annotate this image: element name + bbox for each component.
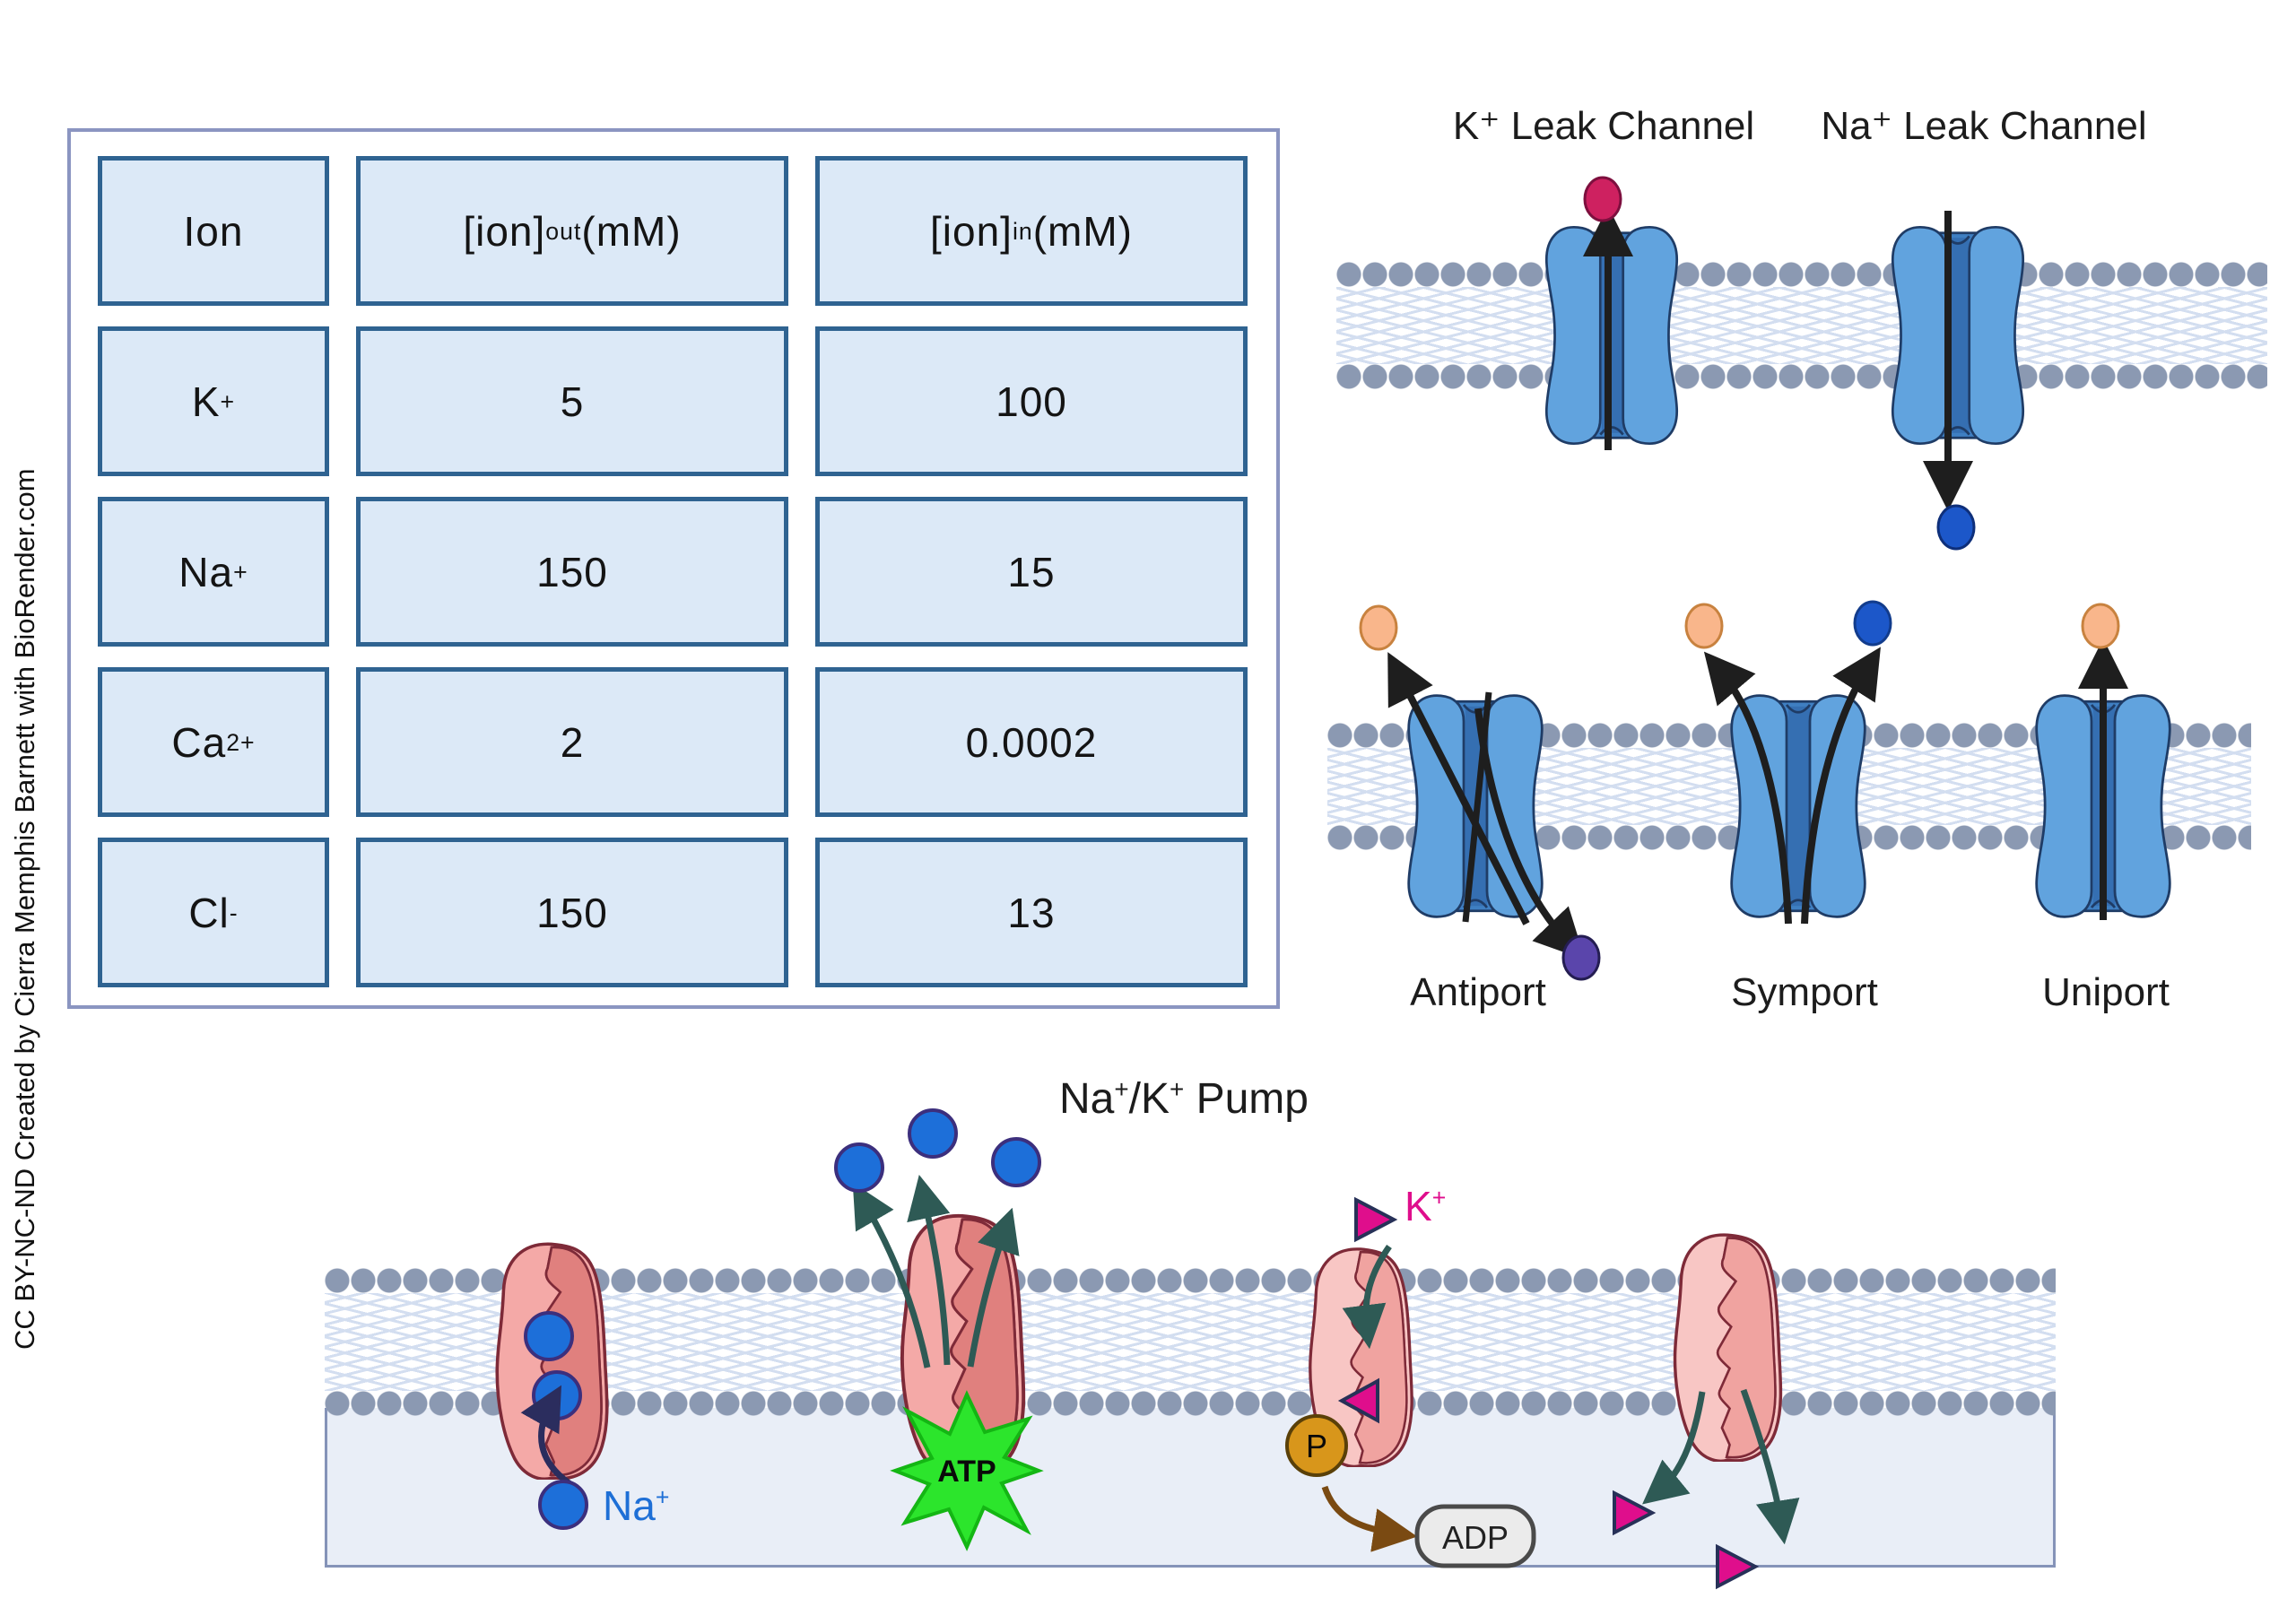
p-to-adp-arrow xyxy=(1321,1485,1418,1552)
pump-title: Na+/K+ Pump xyxy=(1059,1075,1309,1123)
sodium-ion-icon xyxy=(524,1311,574,1361)
antiport-in-arrow xyxy=(1474,708,1586,960)
table-cell-in: 100 xyxy=(815,326,1248,476)
purple-ion-icon xyxy=(1561,934,1601,981)
potassium-triangle-icon xyxy=(1613,1490,1657,1536)
k-ion-label: K+ xyxy=(1405,1183,1447,1229)
blue-ion-icon xyxy=(1853,600,1892,647)
table-cell-out: 150 xyxy=(356,497,788,647)
antiport-out-arrow xyxy=(1387,652,1530,925)
membrane-top xyxy=(1336,262,2267,389)
sodium-ion-icon xyxy=(908,1108,958,1159)
na-release-arrow xyxy=(907,1175,951,1366)
phosphate-icon xyxy=(1285,1414,1348,1477)
antiport-label: Antiport xyxy=(1410,970,1546,1014)
na-ion-label: Na+ xyxy=(603,1482,670,1529)
symport-right-arrow xyxy=(1801,647,1881,925)
atp-label: ATP xyxy=(937,1455,996,1489)
lipid-heads-icon xyxy=(1336,364,2267,389)
table-row-ion: K+ xyxy=(98,326,329,476)
k-leak-channel-label: K⁺ Leak Channel xyxy=(1452,104,1755,148)
adp-label: ADP xyxy=(1441,1519,1509,1556)
orange-ion-icon xyxy=(2081,603,2120,649)
table-header-out: [ion]out(mM) xyxy=(356,156,788,306)
symport-left-arrow xyxy=(1703,651,1792,925)
table-row-ion: Na+ xyxy=(98,497,329,647)
na-entry-arrow xyxy=(520,1385,573,1487)
k-release-arrow xyxy=(1642,1391,1706,1505)
table-cell-out: 5 xyxy=(356,326,788,476)
table-header-in: [ion]in(mM) xyxy=(815,156,1248,306)
sodium-ion-icon xyxy=(1936,504,1976,551)
na-release-arrow xyxy=(967,1207,1020,1368)
antiport-cross-line xyxy=(1462,691,1492,923)
symport-label: Symport xyxy=(1731,970,1878,1014)
p-label: P xyxy=(1305,1428,1328,1464)
lipid-heads-icon xyxy=(1336,262,2267,287)
table-cell-in: 13 xyxy=(815,838,1248,987)
potassium-triangle-icon xyxy=(1354,1196,1398,1243)
adp-badge xyxy=(1414,1504,1536,1568)
k-release-arrow xyxy=(1740,1388,1800,1545)
table-cell-in: 15 xyxy=(815,497,1248,647)
ion-concentration-table: Ion [ion]out(mM) [ion]in(mM) K+ 5 100 Na… xyxy=(67,128,1280,1009)
orange-ion-icon xyxy=(1684,603,1724,649)
table-header-ion: Ion xyxy=(98,156,329,306)
orange-ion-icon xyxy=(1359,604,1398,651)
sodium-ion-icon xyxy=(991,1137,1041,1187)
table-row-ion: Cl- xyxy=(98,838,329,987)
sodium-ion-icon xyxy=(834,1142,884,1193)
na-release-arrow xyxy=(852,1182,931,1368)
na-leak-channel-label: Na⁺ Leak Channel xyxy=(1821,104,2147,148)
potassium-triangle-icon xyxy=(1337,1377,1379,1424)
lipid-tails-icon xyxy=(1336,287,2267,364)
sodium-ion-icon xyxy=(532,1370,582,1420)
uniport-label: Uniport xyxy=(2042,970,2170,1014)
potassium-triangle-icon xyxy=(1716,1543,1760,1590)
atp-burst-icon xyxy=(890,1390,1044,1551)
table-cell-in: 0.0002 xyxy=(815,667,1248,817)
table-cell-out: 2 xyxy=(356,667,788,817)
potassium-ion-icon xyxy=(1583,176,1622,222)
table-cell-out: 150 xyxy=(356,838,788,987)
pump-stage4-icon xyxy=(1673,1233,1783,1462)
sodium-ion-icon xyxy=(538,1480,588,1530)
k-entry-arrow xyxy=(1342,1244,1392,1350)
